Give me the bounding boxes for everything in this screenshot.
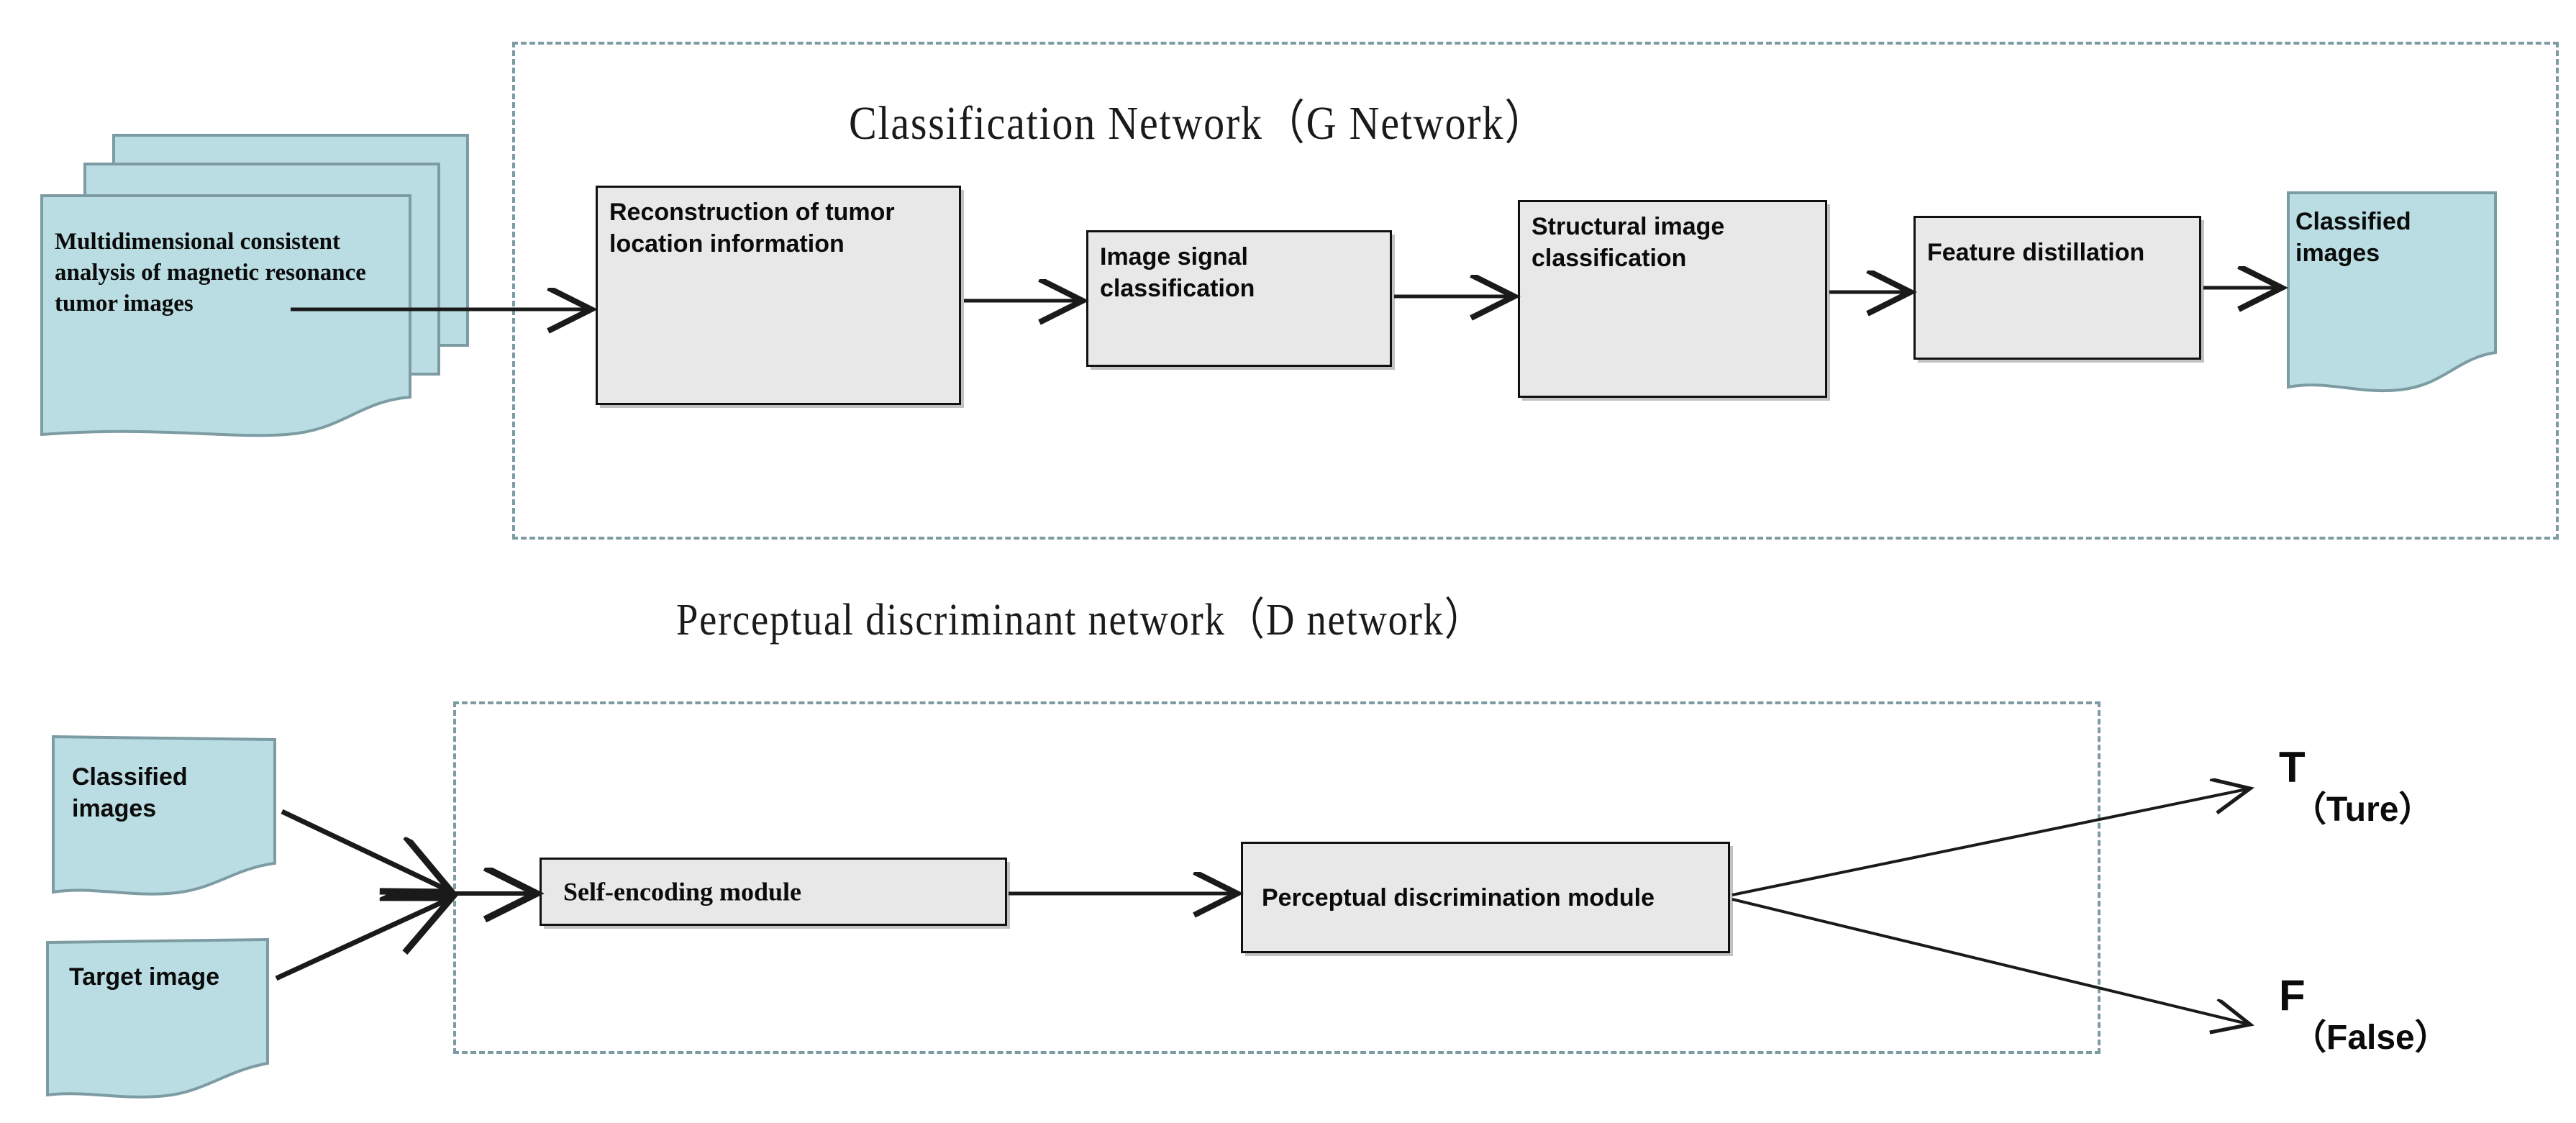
verdict-false: F （False） xyxy=(2279,973,2449,1058)
process-box-reconstruction[interactable]: Reconstruction of tumor location informa… xyxy=(596,186,961,405)
input-document-label: Multidimensional consistent analysis of … xyxy=(55,229,366,317)
verdict-true-word: （Ture） xyxy=(2292,791,2434,829)
process-box-structural-image-label: Structural image classification xyxy=(1532,213,1725,273)
process-box-self-encoding[interactable]: Self-encoding module xyxy=(540,858,1007,926)
process-box-image-signal[interactable]: Image signal classification xyxy=(1086,230,1392,367)
verdict-true: T （Ture） xyxy=(2279,745,2433,829)
output-document-label: Classified images xyxy=(2295,208,2411,268)
process-box-reconstruction-label: Reconstruction of tumor location informa… xyxy=(609,199,895,258)
document-shape xyxy=(46,937,269,1099)
d-input-document-classified-images-label: Classified images xyxy=(72,763,188,823)
d-network-title: Perceptual discriminant network（D networ… xyxy=(676,596,1485,645)
process-box-image-signal-label: Image signal classification xyxy=(1100,243,1255,303)
process-box-structural-image[interactable]: Structural image classification xyxy=(1518,200,1827,398)
process-box-perceptual-discrimination-label: Perceptual discrimination module xyxy=(1262,883,1655,911)
process-box-perceptual-discrimination[interactable]: Perceptual discrimination module xyxy=(1241,842,1730,953)
arrow-classified-to-junction xyxy=(281,809,452,892)
process-box-feature-distillation-label: Feature distillation xyxy=(1927,239,2145,266)
d-input-document-target-image: Target image xyxy=(42,935,272,1101)
g-network-title: Classification Network（G Network） xyxy=(849,97,1548,150)
document-shape xyxy=(52,735,276,896)
d-input-document-target-image-label: Target image xyxy=(69,963,220,991)
document-shape xyxy=(2287,191,2497,393)
input-document-stack: Multidimensional consistent analysis of … xyxy=(27,129,473,453)
process-box-feature-distillation[interactable]: Feature distillation xyxy=(1913,216,2201,360)
d-input-document-classified-images: Classified images xyxy=(49,732,279,898)
process-box-self-encoding-label: Self-encoding module xyxy=(563,877,802,906)
verdict-false-letter: F xyxy=(2279,971,2306,1019)
verdict-false-word: （False） xyxy=(2292,1019,2449,1057)
document-stack-shape xyxy=(40,134,469,437)
g-network-frame xyxy=(512,42,2559,540)
arrow-target-to-junction xyxy=(275,898,452,981)
verdict-true-letter: T xyxy=(2279,743,2306,791)
output-document-classified-images: Classified images xyxy=(2284,188,2500,397)
